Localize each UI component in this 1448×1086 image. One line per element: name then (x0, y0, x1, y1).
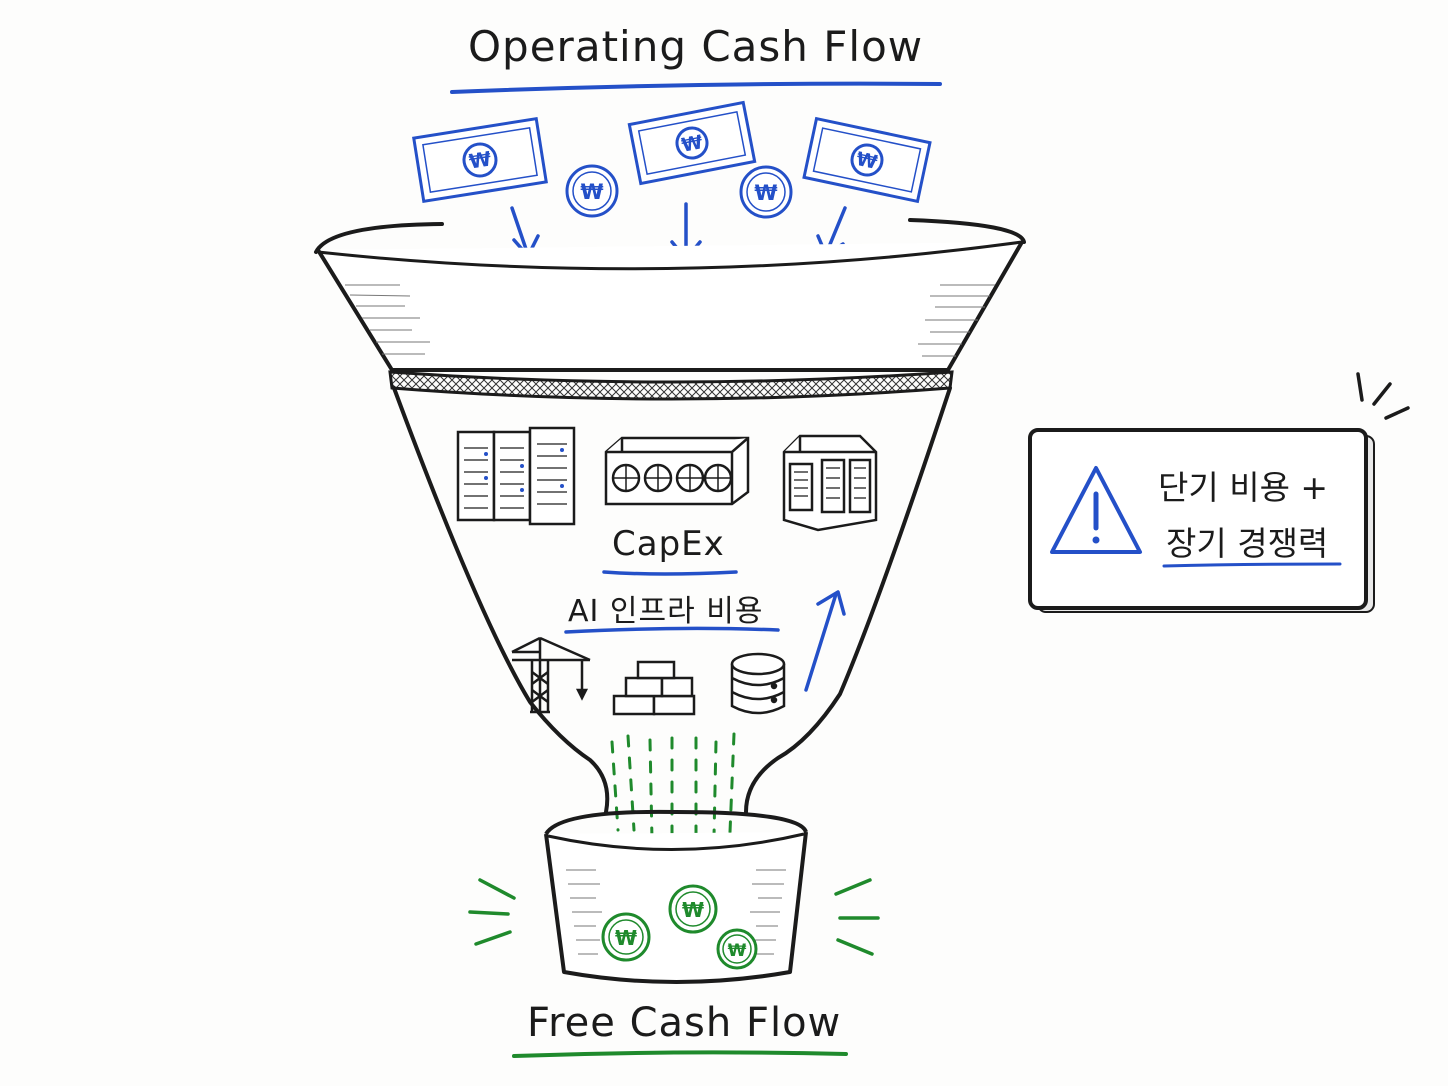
gpu-card-icon (604, 436, 750, 506)
note-underline (1162, 562, 1342, 568)
note-line-2: 장기 경쟁력 (1166, 524, 1329, 563)
coin-icon: ₩ (601, 912, 651, 962)
ai-infra-cost-label: AI 인프라 비용 (568, 594, 764, 629)
warning-icon (1050, 466, 1142, 554)
database-icon (730, 652, 786, 715)
currency-sign: ₩ (682, 898, 704, 922)
note-line-1: 단기 비용 + (1158, 468, 1329, 507)
attention-marks (1356, 372, 1410, 420)
currency-sign: ₩ (580, 180, 603, 204)
coin-icon: ₩ (716, 928, 758, 970)
ocf-underline (450, 81, 942, 94)
cash-drip (610, 732, 736, 842)
filter-mesh (388, 370, 954, 401)
banknote-icon: ₩ (627, 100, 757, 186)
currency-sign: ₩ (728, 941, 747, 961)
coin-icon: ₩ (565, 164, 619, 218)
banknote-icon: ₩ (412, 116, 548, 204)
operating-cash-flow-title: Operating Cash Flow (468, 22, 924, 71)
capex-label: CapEx (612, 524, 725, 564)
banknote-icon: ₩ (802, 116, 932, 204)
currency-sign: ₩ (680, 131, 705, 157)
funnel-body (392, 386, 952, 814)
bricks-icon (612, 660, 696, 716)
crane-icon (511, 636, 591, 714)
currency-sign: ₩ (854, 148, 879, 174)
funnel-upper (314, 218, 1026, 372)
ai-cost-underline (564, 626, 780, 634)
capex-underline (602, 570, 738, 576)
cooling-unit-icon (782, 434, 878, 532)
currency-sign: ₩ (467, 146, 493, 173)
currency-sign: ₩ (615, 926, 637, 950)
fcf-underline (512, 1050, 848, 1058)
server-rack-icon (456, 426, 576, 526)
sparkle-lines (468, 878, 880, 956)
currency-sign: ₩ (754, 181, 777, 205)
coin-icon: ₩ (739, 165, 793, 219)
coin-icon: ₩ (668, 884, 718, 934)
free-cash-flow-title: Free Cash Flow (527, 1000, 842, 1046)
up-arrow-icon (804, 590, 846, 692)
